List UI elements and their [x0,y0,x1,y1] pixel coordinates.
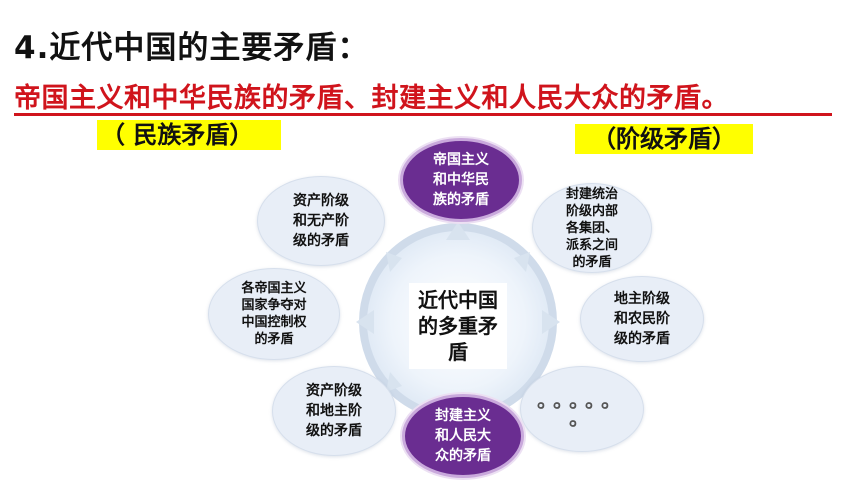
subtitle-underline [14,113,832,116]
tag-national-contradiction: （ 民族矛盾） [97,120,281,150]
node-bourgeois-proletariat: 资产阶级 和无产阶 级的矛盾 [257,176,385,266]
node-imperialism-nation: 帝国主义 和中华民 族的矛盾 [400,138,522,222]
node-imperialist-rivalry: 各帝国主义 国家争夺对 中国控制权 的矛盾 [208,268,340,360]
node-landlord-peasant: 地主阶级 和农民阶 级的矛盾 [580,276,704,362]
node-ellipsis: 。。。。。 。 [520,366,644,452]
center-node-text: 近代中国 的多重矛 盾 [418,288,498,364]
center-node: 近代中国 的多重矛 盾 [409,283,507,369]
tag-class-contradiction: （阶级矛盾） [575,124,753,154]
background-spokes [356,222,560,392]
node-feudal-factions: 封建统治 阶级内部 各集团、 派系之间 的矛盾 [532,183,652,273]
node-bourgeois-landlord-text: 资产阶级 和地主阶 级的矛盾 [306,383,362,439]
node-feudalism-people-text: 封建主义 和人民大 众的矛盾 [435,408,491,464]
node-landlord-peasant-text: 地主阶级 和农民阶 级的矛盾 [614,291,670,347]
node-imperialism-nation-text: 帝国主义 和中华民 族的矛盾 [433,152,489,208]
node-bourgeois-proletariat-text: 资产阶级 和无产阶 级的矛盾 [293,193,349,249]
page-subtitle: 帝国主义和中华民族的矛盾、封建主义和人民大众的矛盾。 [14,83,729,114]
node-feudalism-people: 封建主义 和人民大 众的矛盾 [402,394,524,478]
ellipsis-dots: 。。。。。 。 [537,388,627,430]
node-imperialist-rivalry-text: 各帝国主义 国家争夺对 中国控制权 的矛盾 [241,281,307,347]
page-title: 4.近代中国的主要矛盾： [14,30,370,66]
node-bourgeois-landlord: 资产阶级 和地主阶 级的矛盾 [272,366,396,456]
node-feudal-factions-text: 封建统治 阶级内部 各集团、 派系之间 的矛盾 [565,186,618,270]
